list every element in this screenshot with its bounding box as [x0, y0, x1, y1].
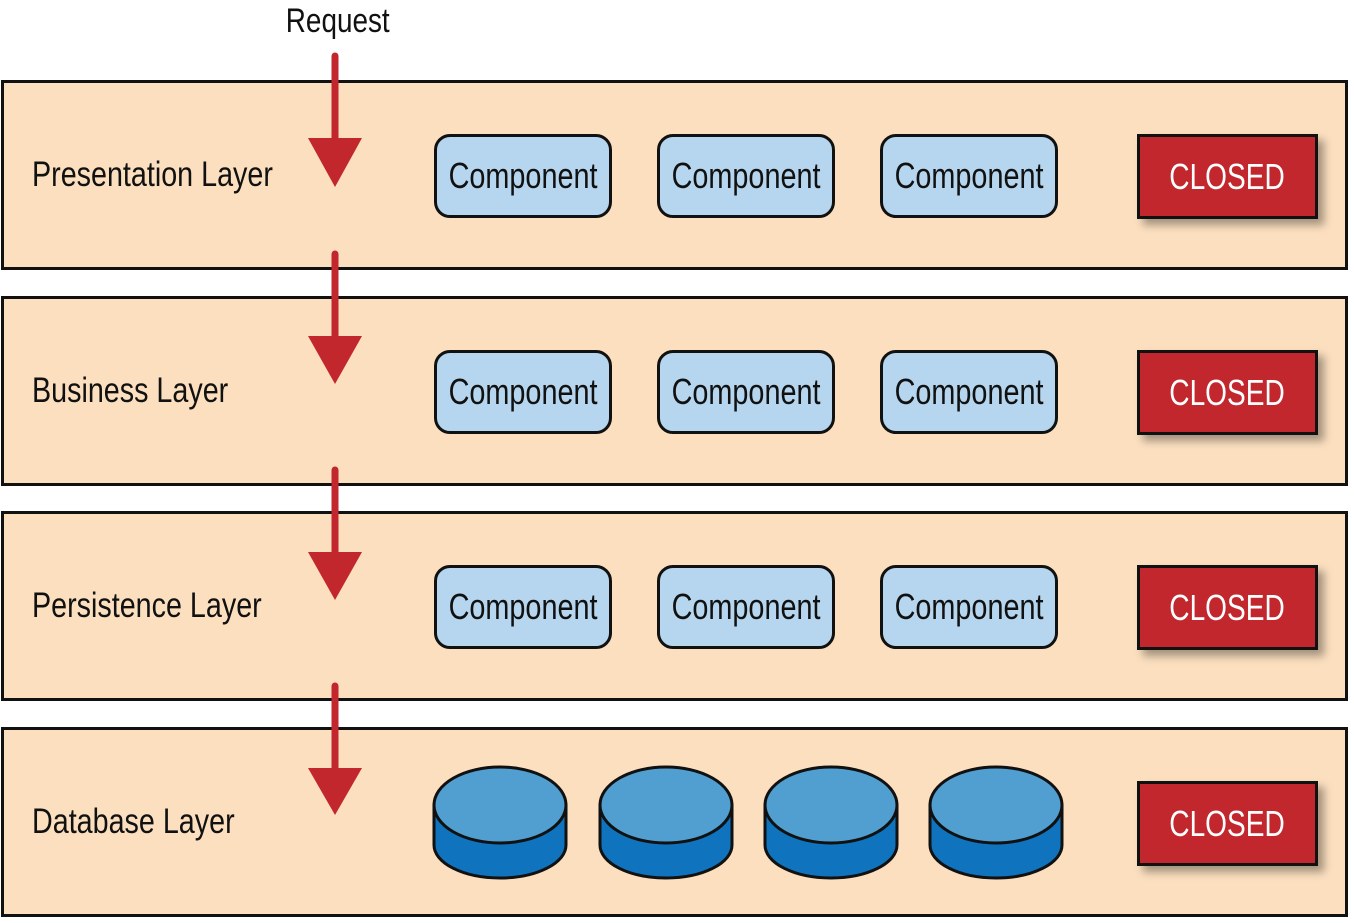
- component-label: Component: [894, 371, 1044, 412]
- closed-badge: CLOSED: [1137, 781, 1318, 866]
- component-label: Component: [671, 586, 821, 627]
- presentation-layer: Presentation Layer Component Component C…: [1, 80, 1348, 270]
- closed-label: CLOSED: [1169, 371, 1286, 413]
- component-label: Component: [671, 155, 821, 196]
- component-box: Component: [657, 134, 835, 218]
- component-box: Component: [657, 565, 835, 649]
- component-box: Component: [434, 565, 612, 649]
- component-label: Component: [894, 586, 1044, 627]
- component-box: Component: [880, 134, 1058, 218]
- component-box: Component: [434, 134, 612, 218]
- component-box: Component: [657, 350, 835, 434]
- layer-label: Persistence Layer: [32, 586, 262, 625]
- component-label: Component: [448, 586, 598, 627]
- layer-label: Presentation Layer: [32, 155, 273, 194]
- component-box: Component: [880, 350, 1058, 434]
- component-box: Component: [434, 350, 612, 434]
- layer-label: Database Layer: [32, 802, 235, 841]
- closed-label: CLOSED: [1169, 155, 1286, 197]
- closed-label: CLOSED: [1169, 586, 1286, 628]
- component-label: Component: [671, 371, 821, 412]
- component-label: Component: [448, 155, 598, 196]
- closed-badge: CLOSED: [1137, 565, 1318, 650]
- component-label: Component: [894, 155, 1044, 196]
- request-label: Request: [285, 2, 390, 40]
- business-layer: Business Layer Component Component Compo…: [1, 296, 1348, 486]
- layer-label: Business Layer: [32, 371, 229, 410]
- database-layer: Database Layer CLOSED: [1, 727, 1348, 917]
- component-label: Component: [448, 371, 598, 412]
- closed-badge: CLOSED: [1137, 350, 1318, 435]
- persistence-layer: Persistence Layer Component Component Co…: [1, 511, 1348, 701]
- closed-badge: CLOSED: [1137, 134, 1318, 219]
- component-box: Component: [880, 565, 1058, 649]
- closed-label: CLOSED: [1169, 802, 1286, 844]
